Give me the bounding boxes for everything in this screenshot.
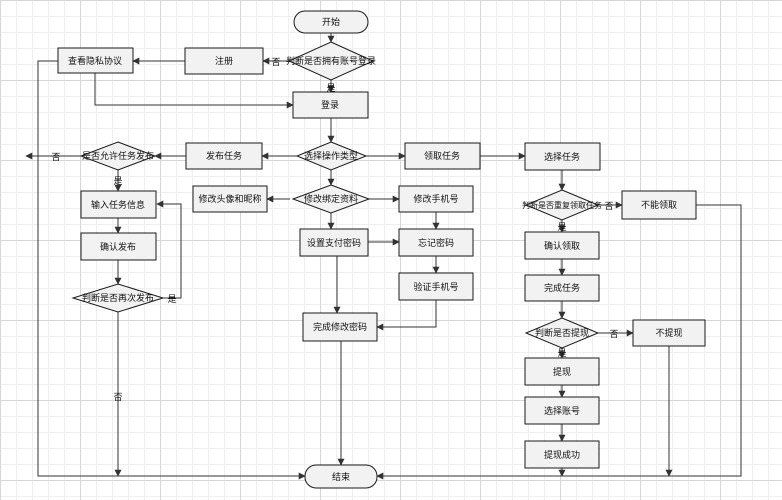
node-finish-modify: 完成修改密码 [302, 312, 378, 342]
node-select-op: 选择操作类型 [295, 141, 368, 171]
node-end: 结束 [304, 464, 378, 489]
node-repeat-claim-label: 判断是否重复领取任务 [522, 200, 602, 210]
node-view-privacy-label: 查看隐私协议 [68, 55, 122, 67]
edge-privacy-to-end-left [37, 60, 306, 480]
edges [25, 33, 742, 480]
edge-labels: 否 是 否 是 是 否 否 是 否 是 [51, 57, 618, 403]
label-yes-allow: 是 [113, 176, 122, 187]
node-input-info: 输入任务信息 [80, 190, 157, 219]
node-confirm-publish-label: 确认发布 [100, 241, 136, 253]
node-withdraw: 提现 [524, 357, 600, 386]
node-withdraw-label: 提现 [553, 367, 571, 378]
node-register: 注册 [184, 47, 264, 75]
node-login: 登录 [292, 91, 369, 119]
node-verify-phone-label: 验证手机号 [413, 281, 458, 293]
node-allow-publish: 是否允许任务发布 [79, 141, 157, 171]
label-no-withdraw: 否 [609, 329, 618, 340]
node-choose-task: 选择任务 [524, 142, 601, 171]
node-choose-task-label: 选择任务 [544, 151, 580, 163]
node-finish-modify-label: 完成修改密码 [313, 321, 367, 333]
node-publish-task: 发布任务 [185, 142, 263, 170]
node-verify-phone: 验证手机号 [398, 272, 474, 301]
node-has-account: 判断是否拥有账号登录 [286, 41, 376, 81]
node-input-info-label: 输入任务信息 [91, 199, 145, 211]
node-confirm-claim: 确认领取 [524, 231, 600, 260]
node-cannot-claim-label: 不能领取 [641, 199, 677, 211]
node-publish-again: 判断是否再次发布 [71, 283, 165, 313]
node-view-privacy: 查看隐私协议 [57, 47, 134, 74]
node-set-paypwd-label: 设置支付密码 [307, 237, 361, 249]
node-modify-avatar-label: 修改头像和昵称 [198, 193, 261, 205]
node-start-label: 开始 [322, 16, 340, 28]
edge-privacy-to-login [94, 73, 294, 109]
label-yes-again: 是 [167, 294, 176, 305]
node-forgot-pwd: 忘记密码 [398, 228, 474, 257]
label-no-again: 否 [113, 392, 122, 403]
node-start: 开始 [293, 10, 369, 34]
label-no-allow: 否 [51, 152, 60, 163]
node-complete-task: 完成任务 [524, 274, 600, 302]
node-withdraw-success-label: 提现成功 [544, 449, 580, 461]
node-withdraw-check: 判断是否提现 [524, 317, 600, 349]
node-publish-task-label: 发布任务 [206, 150, 242, 162]
node-withdraw-check-label: 判断是否提现 [535, 327, 589, 339]
label-yes-withdraw: 是 [557, 348, 566, 359]
node-register-label: 注册 [215, 55, 233, 67]
node-modify-phone: 修改手机号 [398, 185, 474, 213]
node-modify-avatar: 修改头像和昵称 [192, 185, 268, 213]
node-login-label: 登录 [321, 100, 339, 111]
node-choose-account: 选择账号 [524, 396, 600, 425]
label-yes-repeat: 是 [557, 222, 566, 233]
node-select-op-label: 选择操作类型 [304, 150, 358, 162]
node-forgot-pwd-label: 忘记密码 [418, 237, 454, 249]
node-end-label: 结束 [332, 471, 350, 483]
node-modify-phone-label: 修改手机号 [413, 193, 458, 205]
node-confirm-claim-label: 确认领取 [544, 240, 580, 252]
label-no-repeat: 否 [604, 201, 613, 212]
node-complete-task-label: 完成任务 [544, 282, 580, 294]
node-cannot-claim: 不能领取 [621, 190, 697, 220]
node-modify-info-label: 修改绑定资料 [304, 193, 358, 205]
node-publish-again-label: 判断是否再次发布 [82, 292, 154, 304]
edge-again-yes-loop [156, 200, 182, 299]
node-claim-task: 领取任务 [404, 142, 481, 170]
node-confirm-publish: 确认发布 [80, 232, 157, 261]
label-yes-login: 是 [326, 83, 335, 94]
node-set-paypwd: 设置支付密码 [299, 228, 369, 257]
node-allow-publish-label: 是否允许任务发布 [82, 150, 154, 162]
node-repeat-claim: 判断是否重复领取任务 [522, 189, 602, 221]
node-withdraw-success: 提现成功 [524, 440, 600, 469]
node-claim-task-label: 领取任务 [424, 150, 460, 162]
node-no-withdraw-label: 不提现 [655, 328, 682, 339]
node-choose-account-label: 选择账号 [544, 405, 580, 417]
node-modify-info: 修改绑定资料 [291, 184, 371, 214]
edge-verify-to-finish [376, 300, 437, 331]
node-has-account-label: 判断是否拥有账号登录 [286, 55, 376, 67]
label-no-register: 否 [271, 57, 280, 68]
node-no-withdraw: 不提现 [632, 319, 706, 347]
